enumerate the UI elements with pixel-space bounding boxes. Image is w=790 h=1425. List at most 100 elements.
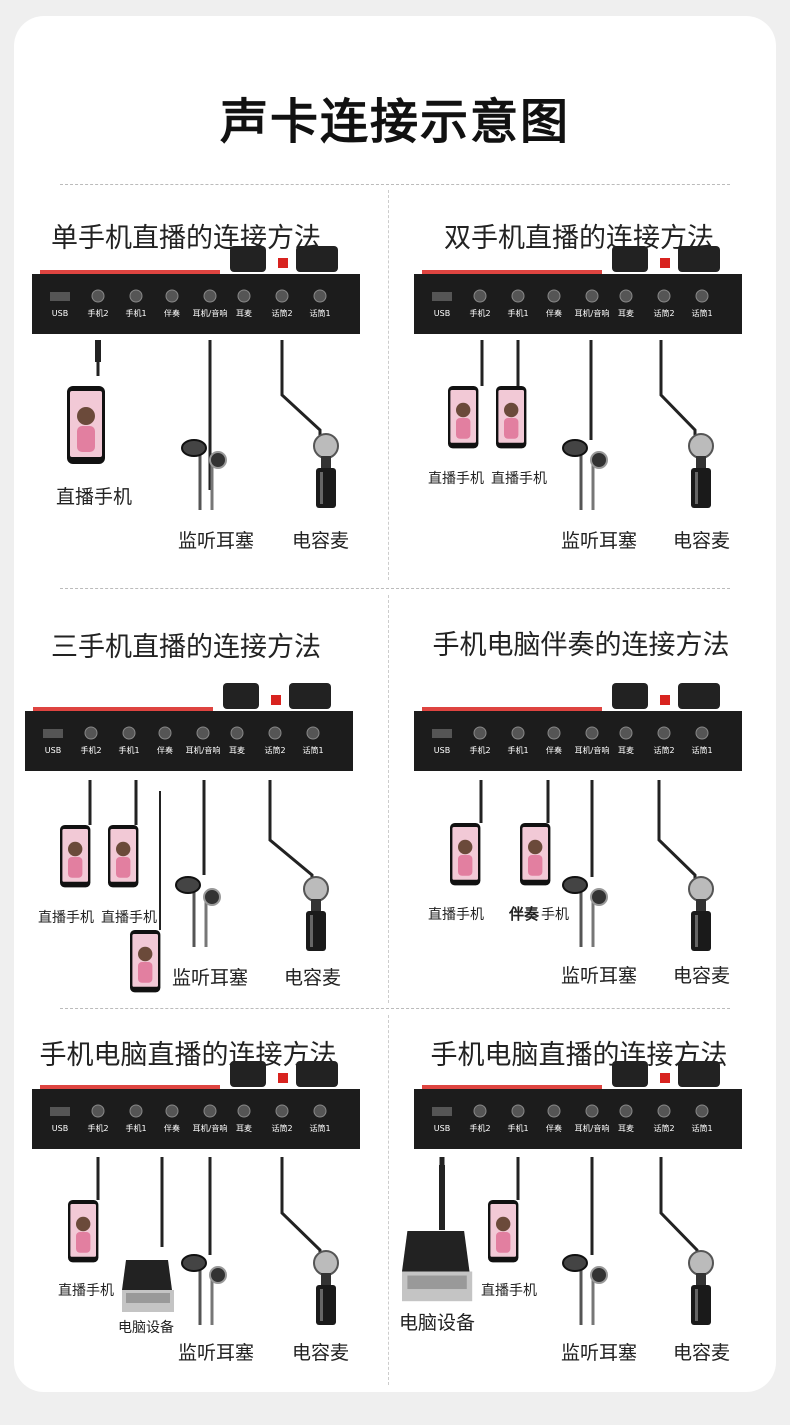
audio-jack	[268, 726, 282, 740]
port-label: 手机1	[507, 745, 528, 755]
panel-title: 三手机直播的连接方法	[51, 632, 321, 663]
port-label: 耳麦	[618, 1123, 634, 1133]
divider	[388, 1015, 389, 1385]
port-label: 话筒2	[653, 745, 674, 755]
divider	[60, 588, 730, 589]
phone-icon	[496, 386, 527, 449]
panel-title: 手机电脑直播的连接方法	[39, 1040, 337, 1071]
audio-jack	[473, 289, 487, 303]
label-live-phone: 直播手机	[428, 471, 484, 487]
audio-jack	[511, 1104, 525, 1118]
port-label: 话筒2	[264, 745, 285, 755]
earbud-icon	[181, 439, 227, 510]
divider	[388, 595, 389, 1003]
audio-jack	[619, 726, 633, 740]
port-label: USB	[52, 1124, 68, 1133]
port-label: 耳麦	[236, 1123, 252, 1133]
label-earbuds: 监听耳塞	[178, 530, 255, 552]
cable-set	[95, 340, 322, 490]
audio-jack	[619, 1104, 633, 1118]
audio-jack	[695, 726, 709, 740]
label-condenser-mic: 电容麦	[673, 530, 731, 552]
usb-port	[432, 729, 452, 738]
phone-icon	[68, 1200, 99, 1263]
port-label: 耳麦	[618, 745, 634, 755]
port-label: USB	[45, 746, 61, 755]
port-label: 手机1	[125, 308, 146, 318]
port-label: 手机2	[80, 745, 101, 755]
panel-title: 手机电脑伴奏的连接方法	[432, 630, 730, 661]
microphone-icon	[303, 876, 329, 951]
port-label: 话筒1	[302, 745, 323, 755]
audio-jack	[84, 726, 98, 740]
earbud-icon	[562, 876, 608, 947]
label-live-phone: 直播手机	[38, 910, 94, 926]
label-earbuds: 监听耳塞	[178, 1342, 255, 1364]
audio-jack	[585, 289, 599, 303]
port-label: USB	[434, 746, 450, 755]
divider	[388, 190, 389, 580]
audio-jack	[237, 1104, 251, 1118]
phone-icon	[520, 823, 551, 886]
audio-jack	[511, 726, 525, 740]
port-label: 手机1	[507, 1123, 528, 1133]
label-live-phone: 直播手机	[491, 471, 547, 487]
port-label: 耳机/音响	[575, 308, 610, 318]
port-label: 话筒1	[691, 308, 712, 318]
port-label: 耳机/音响	[193, 1123, 228, 1133]
audio-jack	[585, 1104, 599, 1118]
port-label: 手机2	[469, 308, 490, 318]
audio-jack	[230, 726, 244, 740]
audio-jack	[547, 1104, 561, 1118]
port-label: 耳机/音响	[575, 1123, 610, 1133]
port-label: 伴奏	[164, 308, 180, 318]
phone-icon	[108, 825, 139, 888]
label-phone: 手机	[541, 907, 569, 923]
label-earbuds: 监听耳塞	[561, 1342, 638, 1364]
port-label: 手机2	[87, 1123, 108, 1133]
label-live-phone: 直播手机	[428, 907, 484, 923]
label-live-phone: 直播手机	[101, 910, 157, 926]
port-label: 手机1	[507, 308, 528, 318]
content-card	[14, 16, 776, 1392]
phone-icon	[60, 825, 91, 888]
audio-jack	[585, 726, 599, 740]
laptop-icon	[402, 1231, 473, 1302]
port-label: 伴奏	[157, 745, 173, 755]
usb-port	[432, 292, 452, 301]
audio-jack	[129, 1104, 143, 1118]
audio-jack	[657, 289, 671, 303]
label-live-phone: 直播手机	[58, 1283, 114, 1299]
label-live-phone: 直播手机	[56, 486, 133, 508]
panel-title: 双手机直播的连接方法	[444, 223, 714, 254]
earbud-icon	[181, 1254, 227, 1325]
phone-icon	[130, 930, 161, 993]
label-earbuds: 监听耳塞	[561, 965, 638, 987]
port-label: 耳机/音响	[193, 308, 228, 318]
earbud-icon	[175, 876, 221, 947]
audio-jack	[122, 726, 136, 740]
port-label: 耳机/音响	[575, 745, 610, 755]
port-label: 耳麦	[618, 308, 634, 318]
port-label: 耳机/音响	[186, 745, 221, 755]
phone-icon	[450, 823, 481, 886]
microphone-icon	[688, 1250, 714, 1325]
audio-jack	[275, 1104, 289, 1118]
port-label: 耳麦	[229, 745, 245, 755]
audio-jack	[547, 726, 561, 740]
audio-jack	[547, 289, 561, 303]
phone-icon	[67, 386, 105, 464]
port-label: USB	[52, 309, 68, 318]
page-title: 声卡连接示意图	[219, 94, 570, 150]
audio-jack	[203, 1104, 217, 1118]
port-label: 伴奏	[546, 745, 562, 755]
divider	[60, 184, 730, 185]
